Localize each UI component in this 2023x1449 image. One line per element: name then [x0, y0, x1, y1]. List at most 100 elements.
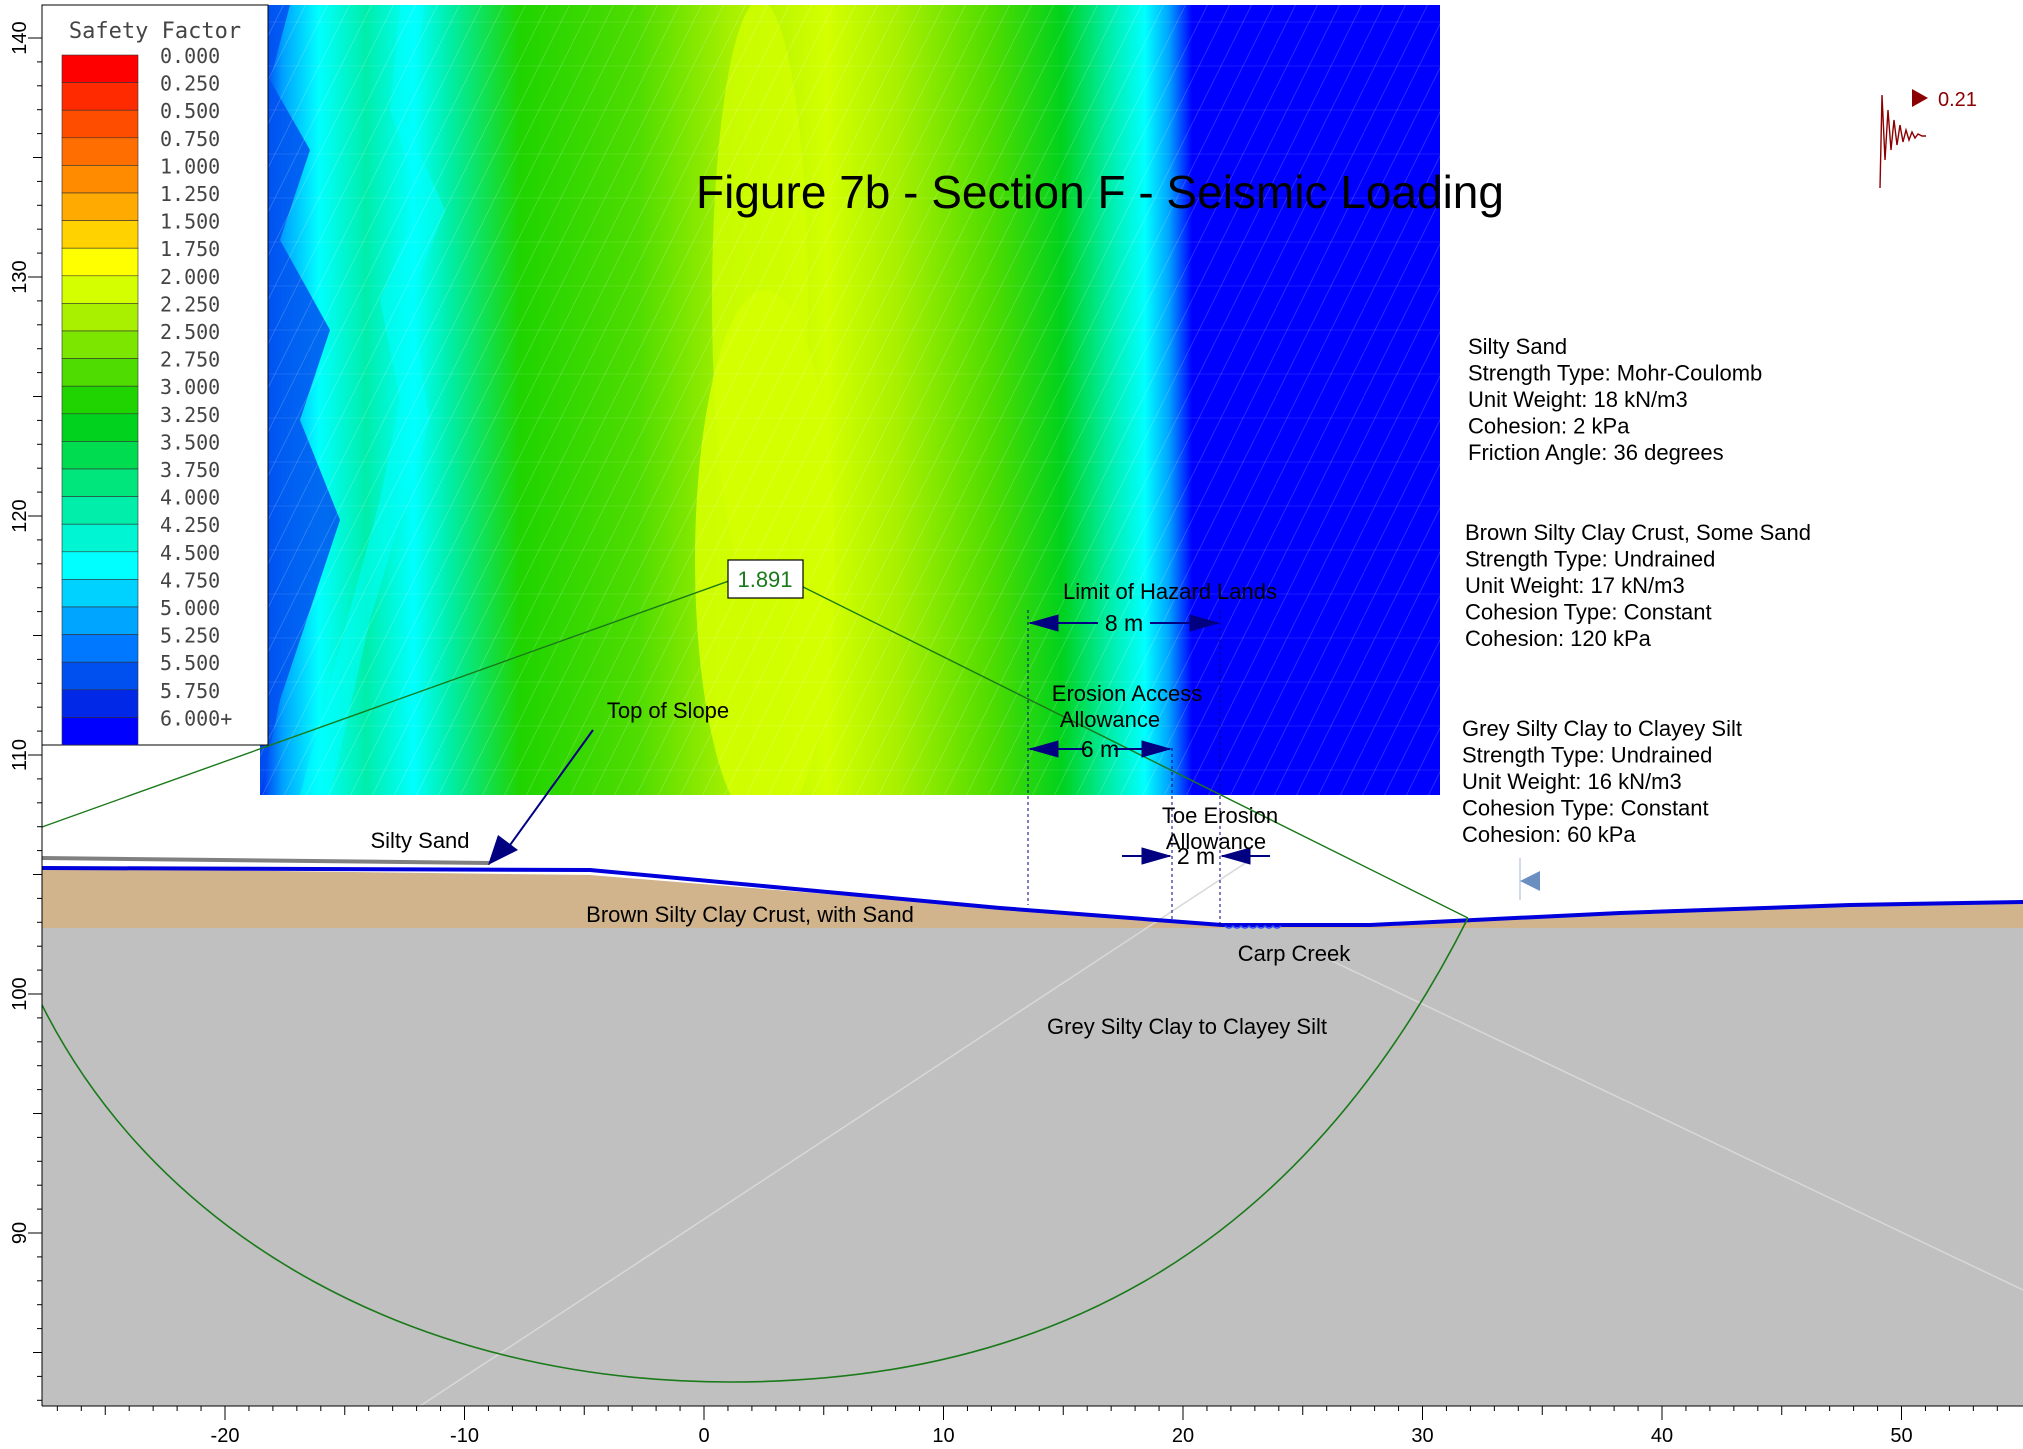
- slip-center-ray-left: [41, 567, 766, 828]
- carp-creek-label: Carp Creek: [1238, 941, 1351, 966]
- legend-swatch: [61, 358, 139, 387]
- grey-layer-faint-line: [419, 859, 1251, 1407]
- legend-swatch: [61, 82, 139, 111]
- legend-swatch: [61, 303, 139, 332]
- legend-swatch: [61, 413, 139, 442]
- legend-swatch: [61, 634, 139, 663]
- material-property-line: Strength Type: Undrained: [1462, 743, 1712, 768]
- legend-swatch: [61, 468, 139, 497]
- x-tick-label: -20: [211, 1425, 240, 1444]
- legend-swatch: [61, 441, 139, 470]
- legend-swatch: [61, 330, 139, 359]
- material-property-line: Unit Weight: 18 kN/m3: [1468, 387, 1688, 412]
- legend-value: 2.750: [160, 348, 220, 372]
- legend-value: 5.750: [160, 679, 220, 703]
- legend-value: 0.000: [160, 44, 220, 68]
- material-property-line: Cohesion: 2 kPa: [1468, 414, 1630, 439]
- material-property-line: Cohesion Type: Constant: [1465, 600, 1712, 625]
- brown-clay-crust-layer: [42, 868, 2023, 928]
- hazard-dimension: [1027, 610, 1270, 925]
- legend-value: 6.000+: [160, 706, 232, 730]
- material-property-line: Strength Type: Undrained: [1465, 547, 1715, 572]
- legend-value: 0.750: [160, 127, 220, 151]
- legend-heading: Safety Factor: [69, 19, 241, 44]
- legend-swatch: [61, 551, 139, 580]
- seismic-coefficient: 0.21: [1938, 89, 1977, 111]
- grey-layer-label: Grey Silty Clay to Clayey Silt: [1047, 1014, 1327, 1039]
- legend-value: 0.250: [160, 72, 220, 96]
- x-tick-label: 50: [1890, 1425, 1912, 1444]
- ground-surface-line: [41, 866, 2023, 927]
- legend-value: 3.750: [160, 458, 220, 482]
- x-tick-label: 0: [698, 1425, 709, 1444]
- legend-value: 2.250: [160, 292, 220, 316]
- y-tick-label: 130: [9, 260, 31, 293]
- legend-value: 4.500: [160, 541, 220, 565]
- legend-swatch: [61, 54, 139, 83]
- legend-swatch: [61, 717, 139, 746]
- water-level-marker-icon: [1520, 871, 1540, 891]
- material-property-line: Strength Type: Mohr-Coulomb: [1468, 361, 1762, 386]
- legend-swatch: [61, 606, 139, 635]
- safety-factor-legend: Safety Factor 0.0000.2500.5000.7501.0001…: [41, 4, 269, 746]
- legend-value: 4.000: [160, 486, 220, 510]
- x-tick-label: 20: [1172, 1425, 1194, 1444]
- legend-value: 3.250: [160, 403, 220, 427]
- legend-value: 1.250: [160, 182, 220, 206]
- toe-title-line-1: Toe Erosion: [1162, 803, 1278, 828]
- erosion-dimension-value: 6 m: [1081, 736, 1119, 762]
- creek-water-symbol: [1224, 924, 1282, 929]
- legend-swatch: [61, 165, 139, 194]
- legend-swatch: [61, 192, 139, 221]
- erosion-title-line-1: Erosion Access: [1052, 681, 1202, 706]
- material-property-line: Silty Sand: [1468, 334, 1567, 359]
- legend-value: 3.500: [160, 430, 220, 454]
- y-tick-label: 90: [9, 1222, 31, 1244]
- y-tick-label: 100: [9, 977, 31, 1010]
- figure-title: Figure 7b - Section F - Seismic Loading: [696, 166, 1504, 218]
- legend-value: 2.500: [160, 320, 220, 344]
- legend-value: 2.000: [160, 265, 220, 289]
- top-of-slope-arrow: [504, 729, 594, 853]
- legend-swatch: [61, 137, 139, 166]
- erosion-title-line-2: Allowance: [1060, 707, 1160, 732]
- safety-factor-label-box: [727, 559, 804, 599]
- material-property-line: Unit Weight: 17 kN/m3: [1465, 573, 1685, 598]
- material-block: Brown Silty Clay Crust, Some SandStrengt…: [1465, 520, 1811, 651]
- seismic-load-icon: [1879, 89, 1928, 189]
- material-property-line: Cohesion: 120 kPa: [1465, 626, 1652, 651]
- safety-factor-grid: [260, 5, 1440, 795]
- grey-silty-clay-layer: [42, 928, 2023, 1406]
- toe-dimension-value: 2 m: [1177, 843, 1215, 869]
- top-of-slope-arrowhead: [488, 835, 518, 865]
- legend-value: 0.500: [160, 99, 220, 123]
- legend-value: 4.250: [160, 513, 220, 537]
- y-tick-label: 140: [9, 21, 31, 54]
- grey-layer-faint-line-2: [1329, 959, 2023, 1291]
- hazard-title: Limit of Hazard Lands: [1063, 579, 1277, 604]
- top-of-slope-label: Top of Slope: [607, 698, 729, 723]
- toe-title-line-2: Allowance: [1166, 829, 1266, 854]
- legend-swatch: [61, 689, 139, 718]
- legend-swatch: [61, 275, 139, 304]
- material-property-line: Cohesion: 60 kPa: [1462, 822, 1636, 847]
- critical-slip-surface: [41, 917, 1469, 1383]
- legend-swatch: [61, 385, 139, 415]
- legend-swatch: [61, 496, 139, 525]
- legend-swatch: [61, 220, 139, 249]
- slip-center-ray-right: [764, 567, 1469, 919]
- legend-swatch: [61, 109, 139, 139]
- safety-factor-label: 1.891: [737, 567, 792, 592]
- material-property-line: Brown Silty Clay Crust, Some Sand: [1465, 520, 1811, 545]
- legend-value: 4.750: [160, 568, 220, 592]
- y-tick-label: 110: [9, 739, 31, 771]
- legend-value: 1.750: [160, 237, 220, 261]
- legend-value: 5.000: [160, 596, 220, 620]
- x-tick-label: 10: [932, 1425, 954, 1444]
